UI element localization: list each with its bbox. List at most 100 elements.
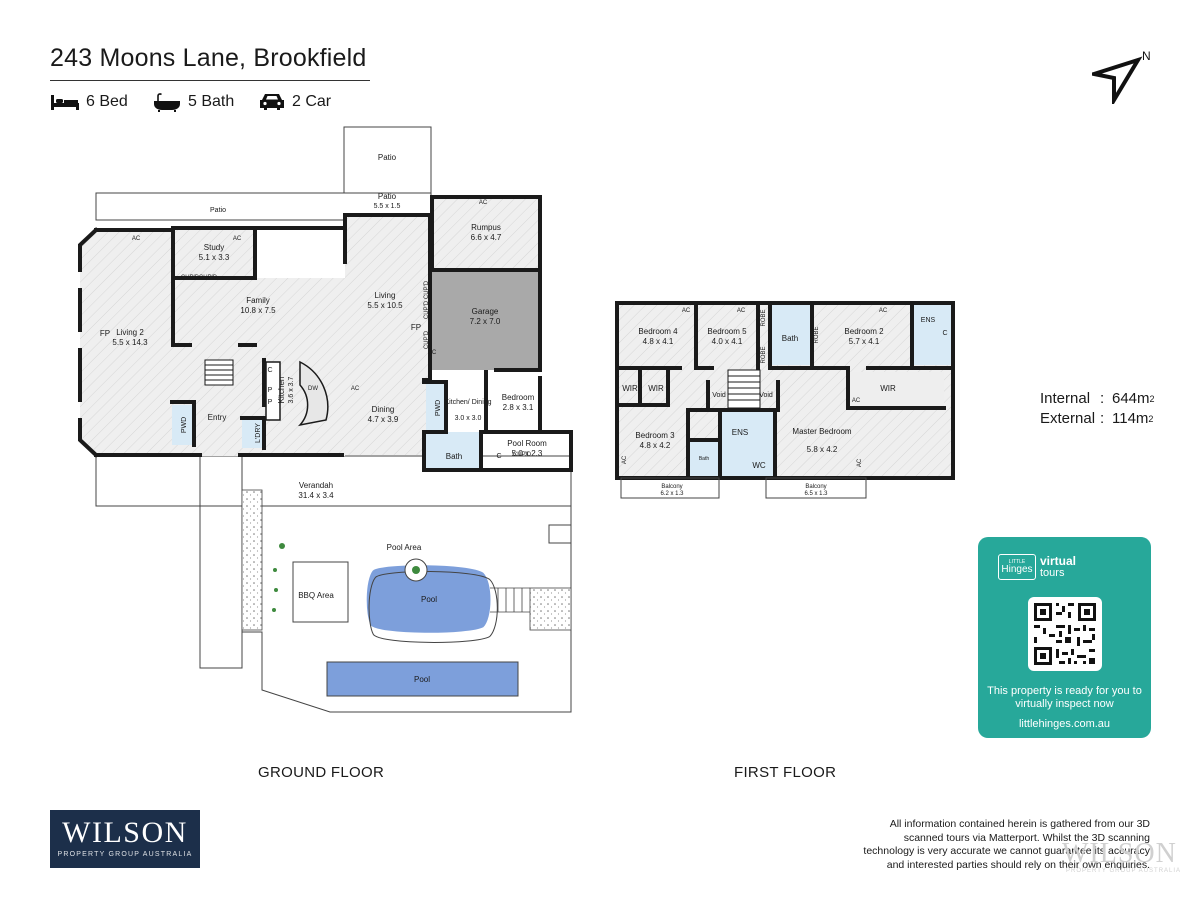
cupboard-c-label: C (942, 330, 947, 337)
robe-label: ROBE (814, 326, 820, 343)
room-kitchen-dining: Kitchen/ Dining (444, 399, 491, 406)
room-pool-room-dims: 5.0 x 2.3 (512, 449, 543, 458)
unit-superscript: 2 (1148, 414, 1154, 424)
room-living2: Living 2 (116, 328, 144, 337)
powder-room-label: PWD (435, 400, 442, 416)
bed-icon (50, 92, 80, 112)
room-bbq-area: BBQ Area (298, 591, 334, 600)
room-balcony-left: Balcony (661, 484, 682, 490)
plant-icon (412, 566, 420, 574)
ac-label: AC (737, 308, 746, 314)
room-patio-upper: Patio (378, 153, 397, 162)
ac-label: AC (857, 458, 863, 467)
first-room-labels: Bedroom 4 4.8 x 4.1 Bedroom 5 4.0 x 4.1 … (622, 317, 935, 497)
room-rumpus: Rumpus (471, 223, 501, 232)
room-family: Family (246, 296, 270, 305)
pool-shape (364, 563, 493, 635)
cupboard-c-label: C (267, 367, 272, 374)
living2-floor (80, 230, 173, 455)
room-verandah-dims: 31.4 x 3.4 (298, 491, 334, 500)
room-bedroom5: Bedroom 5 (707, 327, 747, 336)
ac-label: AC (852, 398, 861, 404)
balcony-right (765, 477, 867, 499)
pool-steps (490, 587, 530, 613)
room-master-bedroom-dims: 5.8 x 4.2 (807, 445, 838, 454)
separator: : (1100, 410, 1105, 427)
north-label: N (1142, 49, 1151, 63)
room-kitchen: Kitchen (277, 377, 286, 404)
room-balcony-right: Balcony (805, 484, 826, 490)
room-bedroom4-dims: 4.8 x 4.1 (643, 337, 674, 346)
ac-label: AC (622, 455, 628, 464)
external-value: 114m (1112, 410, 1149, 427)
room-study: Study (204, 243, 224, 252)
first-floor-label: FIRST FLOOR (734, 764, 837, 781)
cupboard-label: CUP'D (424, 280, 430, 299)
bath-small-floor (690, 440, 718, 478)
room-pool: Pool (421, 595, 437, 604)
room-entry: Entry (208, 413, 227, 422)
virtual-tour-link[interactable]: littlehinges.com.au (1018, 718, 1111, 730)
rumpus-floor (432, 197, 540, 270)
balcony-left (620, 477, 720, 499)
room-family-dims: 10.8 x 7.5 (240, 306, 276, 315)
room-verandah: Verandah (299, 481, 333, 490)
room-balcony-left-dims: 6.2 x 1.3 (660, 491, 684, 497)
internal-value: 644m (1112, 390, 1150, 407)
room-garage: Garage (472, 307, 499, 316)
room-study-dims: 5.1 x 3.3 (199, 253, 230, 262)
first-small-labels: ROBE ROBE ROBE AC AC AC AC AC AC C (622, 308, 948, 467)
pool-area-outline (241, 506, 572, 713)
ground-small-labels: FP FP AC AC AC AC AC CUP'D CUP'D CUP'D C… (100, 200, 532, 460)
room-garage-dims: 7.2 x 7.0 (470, 317, 501, 326)
ground-room-labels: Patio Patio 5.5 x 1.5 Patio Rumpus 6.6 x… (112, 153, 547, 684)
room-kitchen-dims: 3.6 x 3.7 (288, 376, 295, 403)
ac-label: AC (132, 236, 141, 242)
fireplace-label: FP (100, 329, 110, 338)
room-balcony-right-dims: 6.5 x 1.3 (804, 491, 828, 497)
room-pool-area: Pool Area (387, 543, 422, 552)
kitchen-bench (265, 361, 281, 421)
ac-label: AC (428, 350, 437, 356)
cupboard-label: CUP'D (424, 300, 430, 319)
wilson-watermark-tagline: PROPERTY GROUP AUSTRALIA (1066, 868, 1182, 874)
wilson-logo: WILSON PROPERTY GROUP AUSTRALIA (50, 810, 200, 868)
qr-code[interactable] (1028, 597, 1102, 671)
cupboard-label: CUP'D (181, 275, 200, 281)
bath-icon (152, 92, 182, 112)
room-dining-dims: 4.7 x 3.9 (368, 415, 399, 424)
pwd2-floor (172, 405, 194, 445)
room-patio-mid-dims: 5.5 x 1.5 (374, 203, 401, 210)
robe-label: ROBE (761, 346, 767, 363)
feature-bath: 5 Bath (152, 92, 234, 112)
fireplace-label-2: FP (411, 323, 421, 332)
room-dining: Dining (372, 405, 395, 414)
robe-label: ROBE (761, 309, 767, 326)
wilson-watermark: WILSON (1062, 838, 1177, 869)
ac-label: AC (351, 386, 360, 392)
dishwasher-label: DW (308, 386, 318, 392)
room-bedroom2: Bedroom 2 (844, 327, 884, 336)
room-ens-upper: ENS (921, 317, 936, 324)
ac-label: AC (682, 308, 691, 314)
room-bedroom-ground-dims: 2.8 x 3.1 (503, 403, 534, 412)
powder-room-label: PWD (181, 417, 188, 433)
laundry-label: L'DRY (255, 423, 262, 443)
internal-label: Internal (1040, 390, 1091, 407)
courtyard-garden (529, 587, 572, 631)
room-lap-pool: Pool (414, 675, 430, 684)
room-bedroom4: Bedroom 4 (638, 327, 678, 336)
pantry-label: P (268, 387, 273, 394)
ac-label: AC (479, 200, 488, 206)
room-bedroom5-dims: 4.0 x 4.1 (712, 337, 743, 346)
ground-stairs (204, 359, 234, 386)
room-bedroom3: Bedroom 3 (635, 431, 675, 440)
ground-floor-label: GROUND FLOOR (258, 764, 385, 781)
cupboard-label: CUP'D (199, 275, 218, 281)
upper-stairs (727, 369, 761, 409)
